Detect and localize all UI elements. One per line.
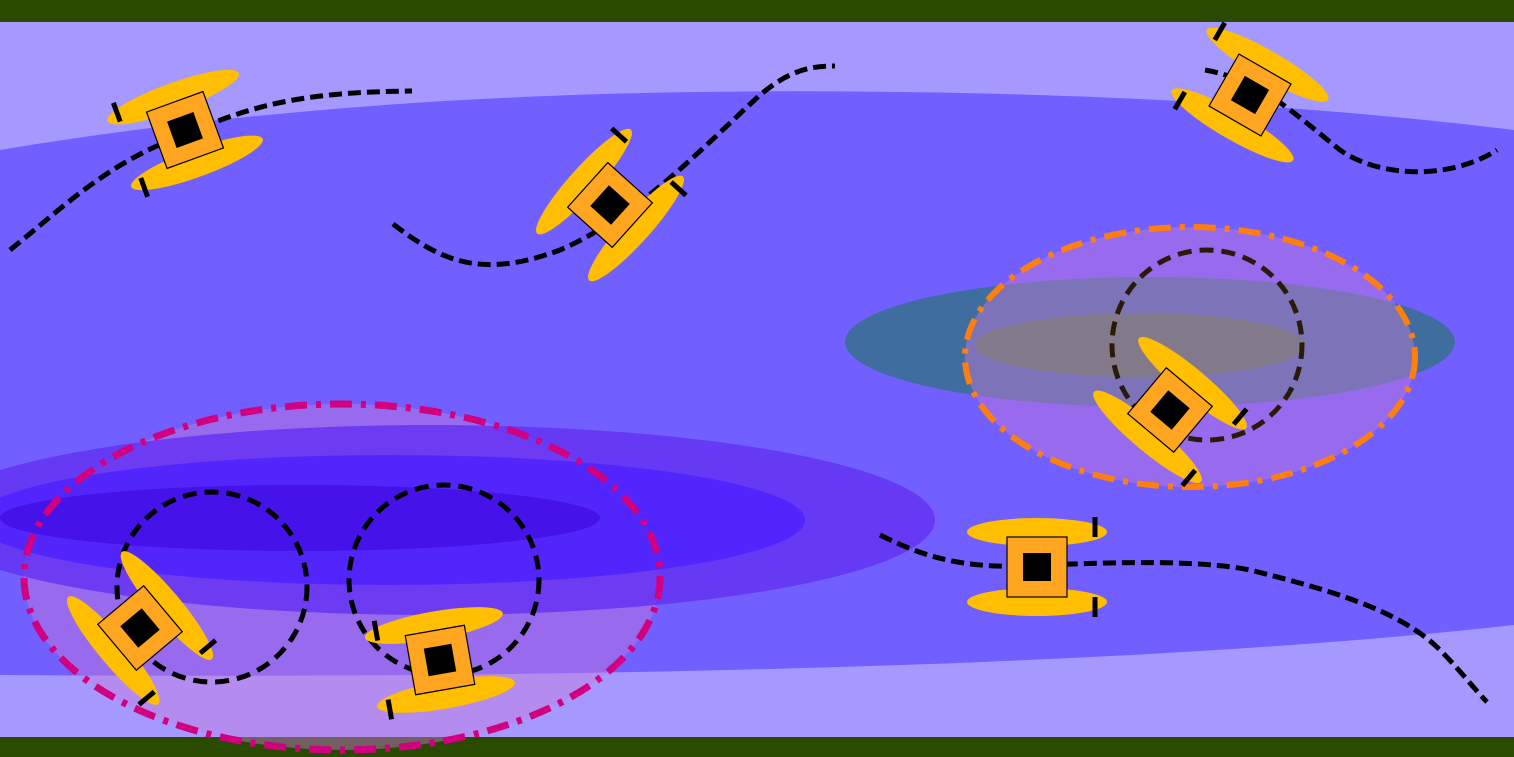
magenta-zone [20,400,664,754]
orange-zone-fill [965,227,1415,487]
deep-region-inner [0,485,600,551]
top-border [0,0,1514,22]
bottom-border [0,737,1514,757]
sensor-range-bottom-left-b [346,482,542,678]
sensor-range-right-zone [1109,247,1305,443]
trail-bottom-right [878,532,1489,704]
sensor-range-bottom-left-a [114,489,310,685]
orange-zone [962,224,1418,490]
